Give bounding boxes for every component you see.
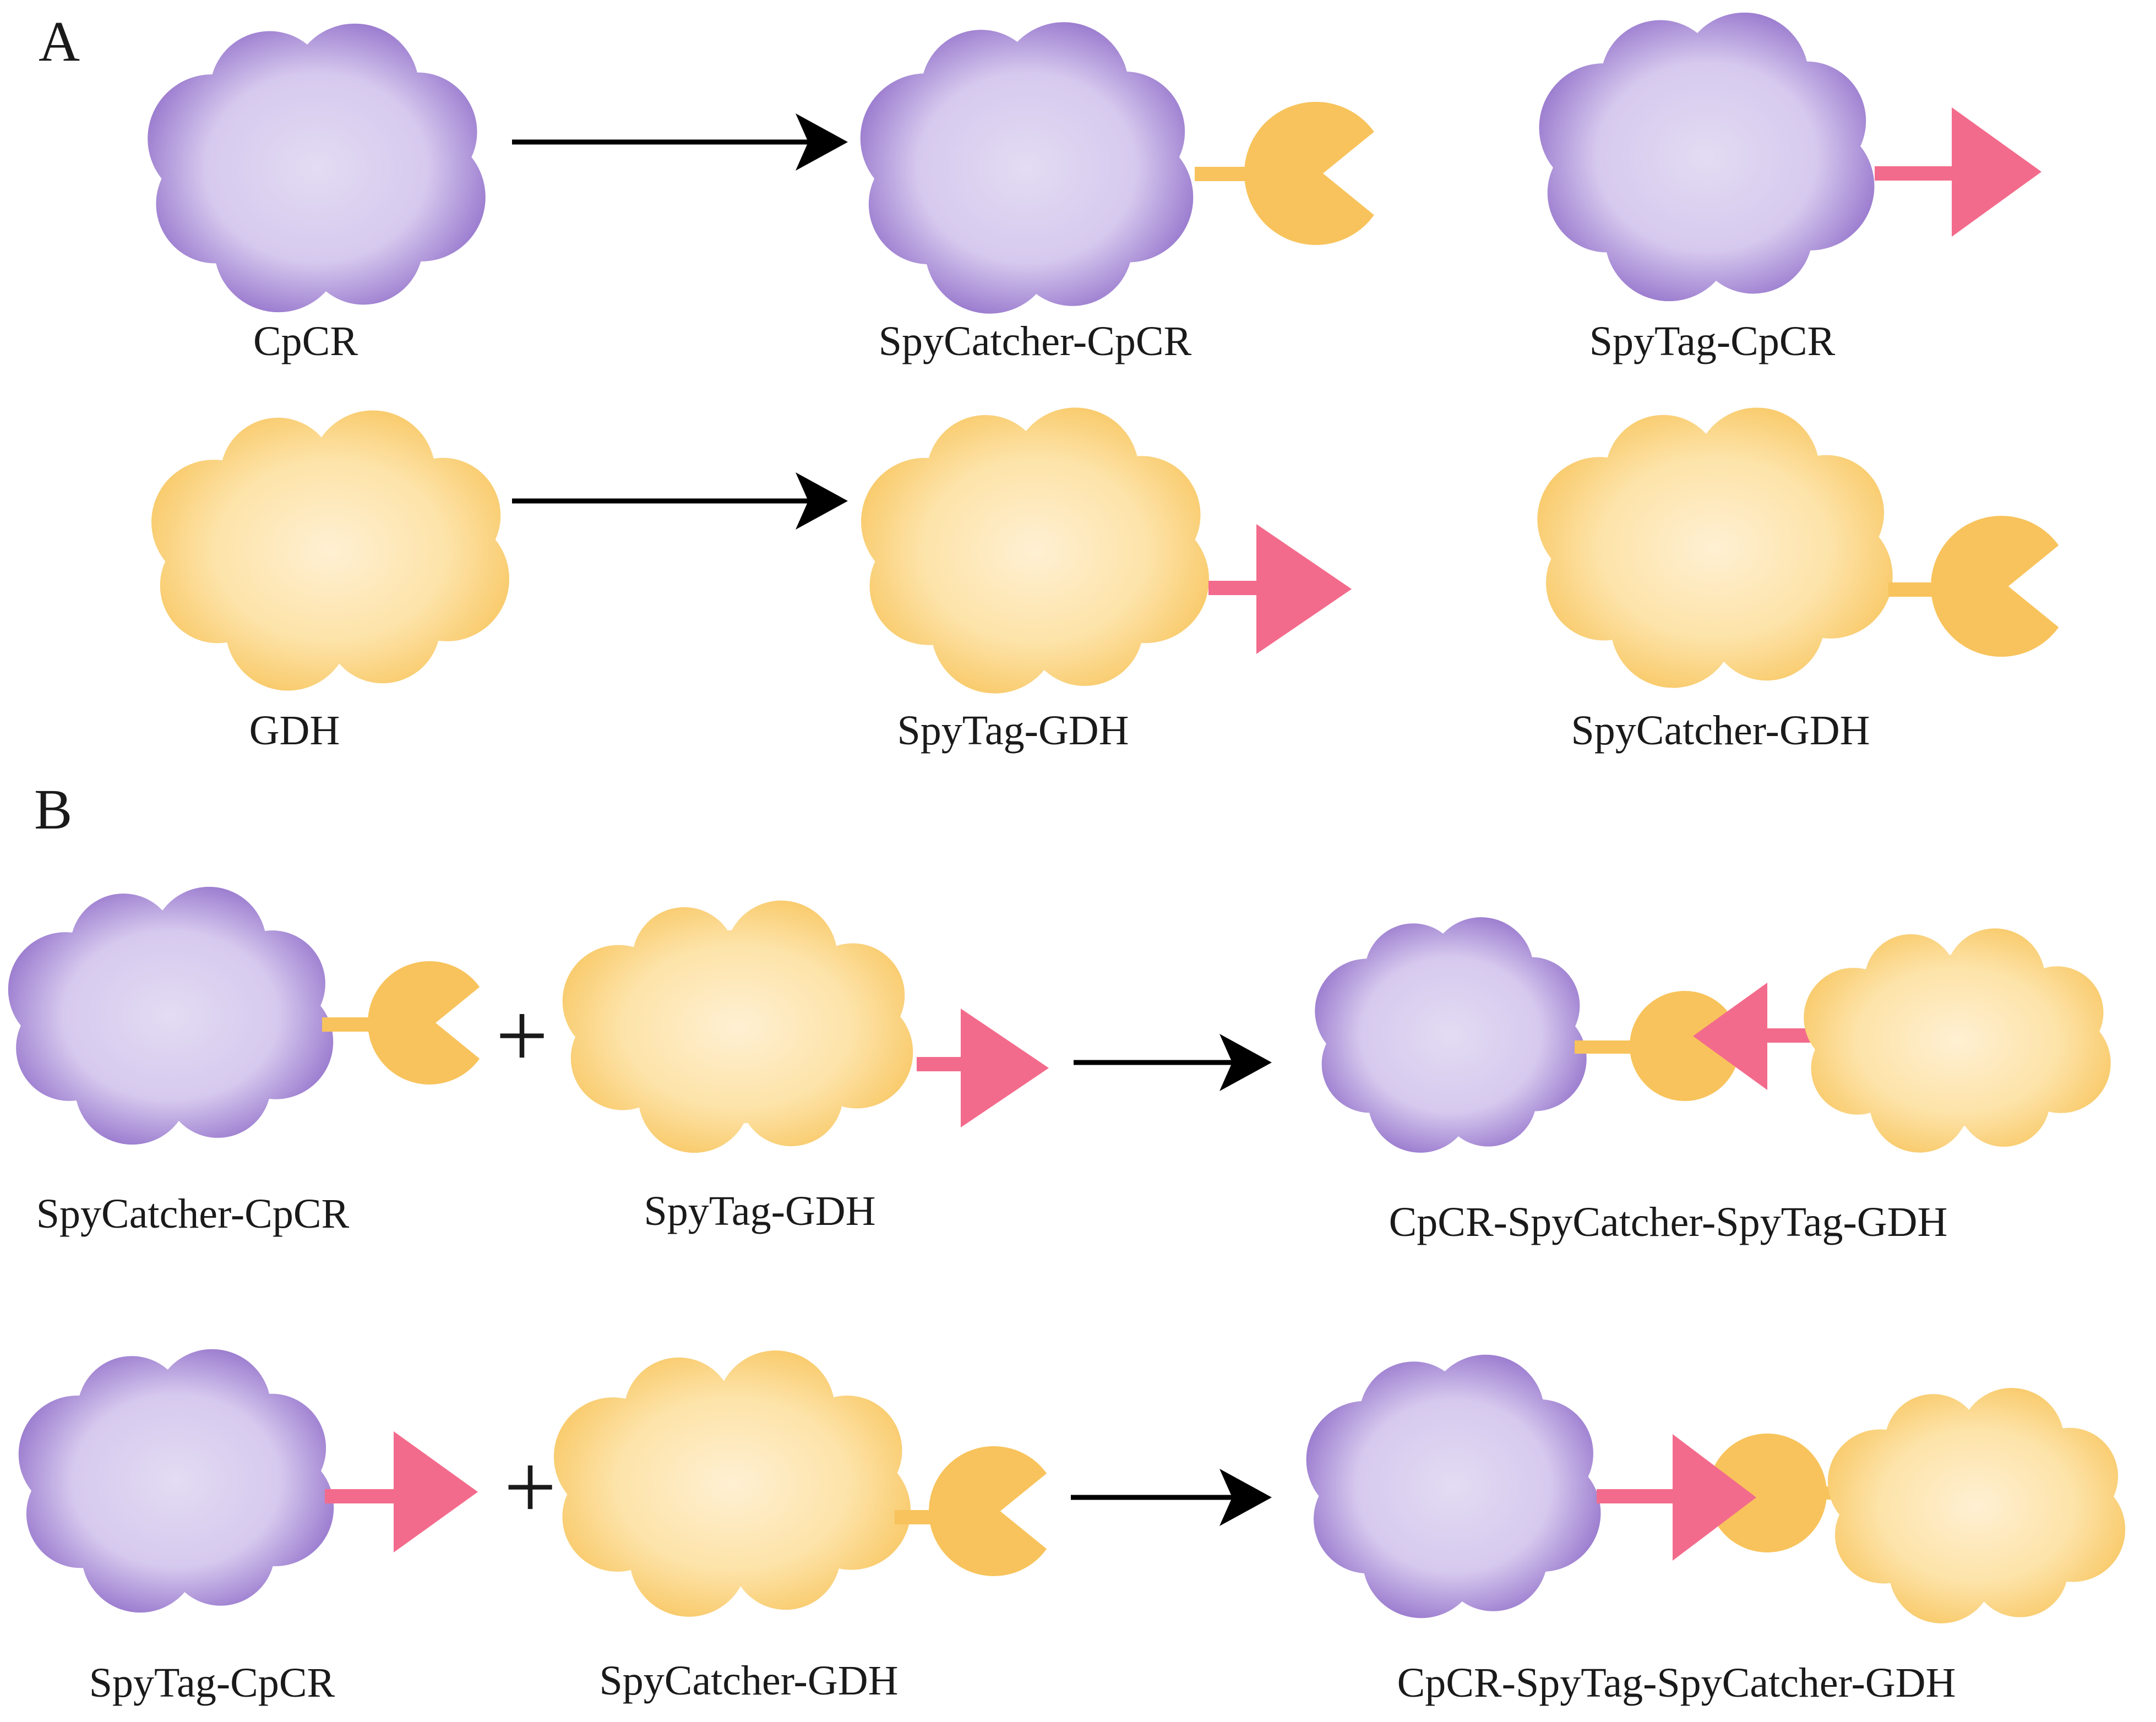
panel-b-letter: B — [34, 778, 72, 841]
product1-cpcr-cloud — [1315, 917, 1587, 1153]
label-cpcr: CpCR — [253, 318, 358, 364]
label-spytag-cpcr: SpyTag-CpCR — [1589, 318, 1836, 364]
cloud-body — [1315, 917, 1587, 1153]
spytag-cpcr-protein-cloud-b — [18, 1349, 334, 1613]
label-b-spytag-gdh: SpyTag-GDH — [644, 1188, 875, 1234]
spytag-triangle — [394, 1431, 478, 1552]
spytag-cpcr-protein-cloud — [1539, 12, 1875, 302]
label-b-spycatcher-cpcr: SpyCatcher-CpCR — [36, 1191, 350, 1237]
plus-sign-2: + — [504, 1435, 557, 1539]
spycatcher-pacman-shape — [1244, 102, 1374, 246]
arrow-b1 — [1074, 1034, 1272, 1091]
spycatcher-linker — [1195, 167, 1251, 181]
cloud-body — [148, 23, 486, 313]
cloud-body — [8, 886, 334, 1145]
spytag-gdh-protein-cloud-b — [562, 900, 913, 1153]
spycatcher-pacman-shape — [368, 961, 480, 1085]
spycatcher-pacman — [1931, 516, 2059, 657]
spytag-linker — [1875, 166, 1956, 181]
spytag-triangle — [961, 1009, 1049, 1127]
product2-cpcr-cloud — [1306, 1354, 1601, 1619]
label-spycatcher-gdh: SpyCatcher-GDH — [1571, 707, 1870, 754]
arrow-b2 — [1071, 1469, 1272, 1526]
spycatcher-pacman-shape — [1931, 516, 2059, 657]
spytag-gdh-protein-cloud — [861, 407, 1209, 694]
plus-sign-1: + — [496, 984, 548, 1087]
cloud-body — [562, 900, 913, 1153]
cloud-body — [151, 410, 509, 691]
spytag-triangle — [1256, 524, 1352, 654]
cloud-body — [1804, 928, 2111, 1153]
spytag-triangle — [1693, 983, 1767, 1090]
spycatcher-pacman-shape — [929, 1446, 1047, 1576]
cloud-body — [1306, 1354, 1601, 1619]
cloud-body — [1827, 1388, 2126, 1623]
cpcr-protein-cloud — [148, 23, 486, 313]
spycatcher-pacman — [929, 1446, 1047, 1576]
spytag-triangle — [1673, 1434, 1756, 1561]
spycatcher-circle — [1708, 1434, 1827, 1552]
label-b-product1: CpCR-SpyCatcher-SpyTag-GDH — [1389, 1199, 1948, 1245]
arrow-head — [796, 472, 848, 530]
cloud-body — [860, 22, 1194, 314]
spytag-linker — [325, 1489, 405, 1503]
arrow-a2 — [512, 472, 848, 530]
cloud-body — [861, 407, 1209, 694]
cloud-body — [1537, 407, 1893, 688]
product1-gdh-cloud — [1804, 928, 2111, 1153]
panel-a-letter: A — [39, 10, 80, 73]
label-b-spytag-cpcr: SpyTag-CpCR — [89, 1660, 335, 1706]
arrow-head — [1219, 1034, 1272, 1091]
arrow-a1 — [512, 113, 848, 171]
spycatcher-gdh-protein-cloud-b — [553, 1350, 911, 1617]
spycatcher-cpcr-protein-cloud — [860, 22, 1194, 314]
label-spycatcher-cpcr: SpyCatcher-CpCR — [879, 318, 1192, 364]
product2-gdh-cloud — [1827, 1388, 2126, 1623]
spycatcher-pacman — [1244, 102, 1374, 246]
cloud-body — [1539, 12, 1875, 302]
spycatcher-pacman — [368, 961, 480, 1085]
cloud-body — [553, 1350, 911, 1617]
spycatcher-gdh-protein-cloud — [1537, 407, 1893, 688]
arrow-head — [796, 113, 848, 171]
label-b-spycatcher-gdh: SpyCatcher-GDH — [599, 1658, 898, 1704]
label-gdh: GDH — [249, 707, 340, 754]
spycatcher-linker — [1575, 1040, 1638, 1054]
arrow-head — [1219, 1469, 1272, 1526]
label-spytag-gdh: SpyTag-GDH — [897, 707, 1129, 754]
spytag-triangle — [1952, 107, 2041, 237]
spycatcher-cpcr-protein-cloud-b — [8, 886, 334, 1145]
label-b-product2: CpCR-SpyTag-SpyCatcher-GDH — [1397, 1660, 1956, 1706]
cloud-body — [18, 1349, 334, 1613]
spycatcher-circle — [1630, 991, 1740, 1101]
gdh-protein-cloud — [151, 410, 509, 691]
